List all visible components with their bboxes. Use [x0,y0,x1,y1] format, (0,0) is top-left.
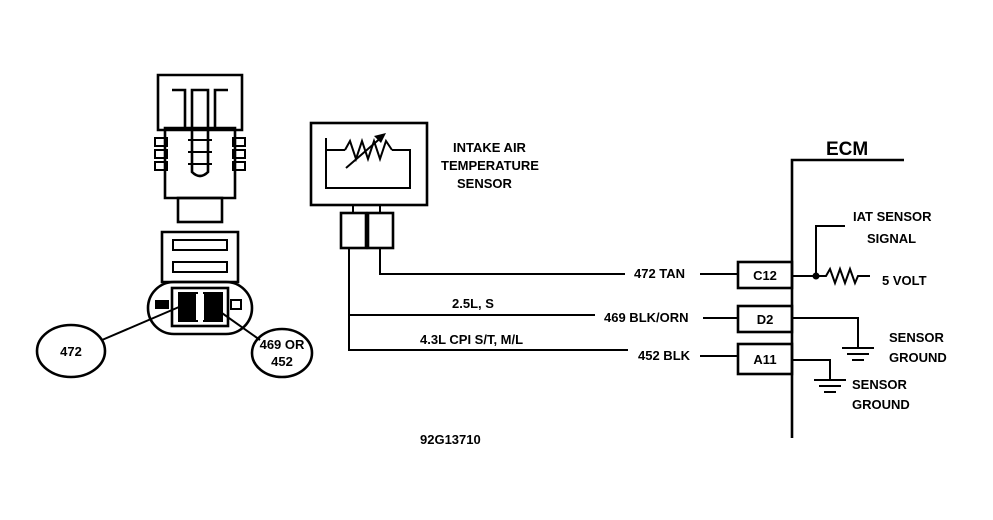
wire-label-472-tan: 472 TAN [634,266,685,281]
five-volt-label: 5 VOLT [882,273,927,288]
wire-469-blk-orn [348,248,738,319]
pin-a11: A11 [736,342,794,376]
connector-illustration [146,73,254,336]
figure-id: 92G13710 [420,432,481,447]
sensor-title-line3: SENSOR [457,176,513,191]
iat-signal-line2: SIGNAL [867,231,916,246]
callout-452-text: 452 [271,354,293,369]
callout-472: 472 [35,302,190,379]
callout-472-text: 472 [60,344,82,359]
wire-label-452-blk: 452 BLK [638,348,691,363]
wire-label-469-blk-orn: 469 BLK/ORN [604,310,689,325]
pin-d2-label: D2 [757,312,774,327]
iat-signal-line1: IAT SENSOR [853,209,932,224]
pin-d2: D2 [736,304,794,334]
sensor-title-line1: INTAKE AIR [453,140,527,155]
sensor-title-line2: TEMPERATURE [441,158,539,173]
callout-469-or-452: 469 OR 452 [208,303,314,379]
wire-472-tan [379,248,738,275]
intake-air-temperature-sensor [309,121,429,250]
callout-469-or-text: 469 OR [260,337,305,352]
sensor-ground-2-line1: SENSOR [852,377,908,392]
pin-c12: C12 [736,260,794,290]
sensor-ground-1-line2: GROUND [889,350,947,365]
sensor-ground-symbol-2 [792,359,846,393]
iat-signal-circuit [792,225,870,286]
ecm-label: ECM [826,139,868,160]
wire-452-blk [348,315,738,357]
sensor-ground-2-line2: GROUND [852,397,910,412]
sensor-ground-symbol-1 [792,317,874,361]
pin-a11-label: A11 [753,352,776,367]
sensor-ground-1-line1: SENSOR [889,330,945,345]
wire-note-2-5l: 2.5L, S [452,296,494,311]
wire-note-4-3l: 4.3L CPI S/T, M/L [420,332,523,347]
pin-c12-label: C12 [753,268,777,283]
